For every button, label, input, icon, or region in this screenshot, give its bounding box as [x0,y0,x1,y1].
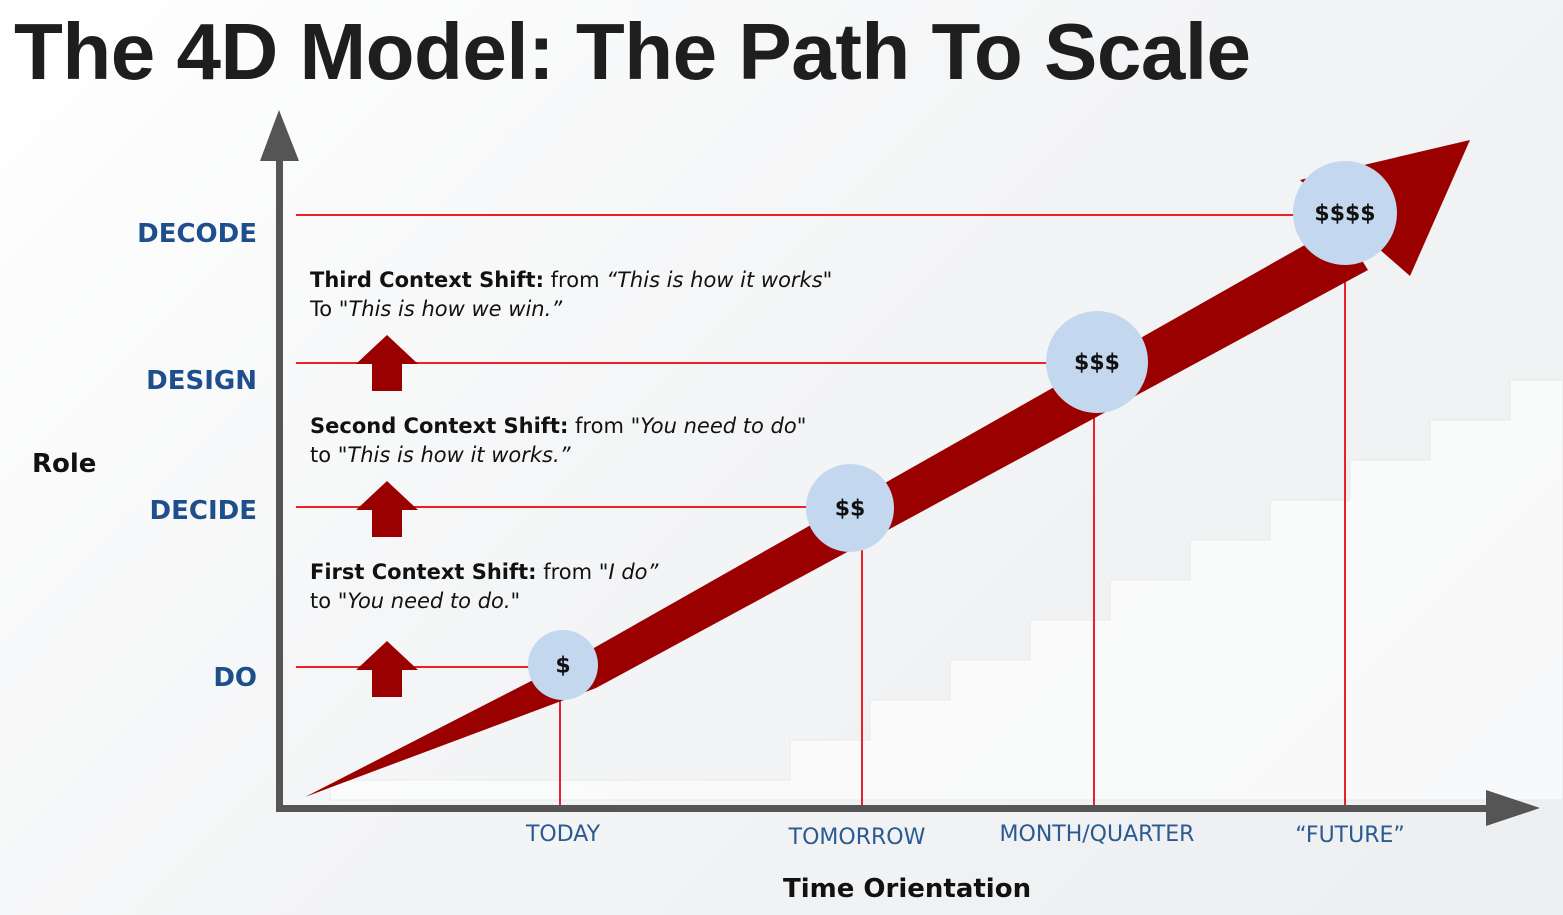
milestone-circle-month-quarter [1046,311,1148,413]
third-context-shift: Third Context Shift: from “This is how i… [310,266,832,324]
context-shift-arrows [356,335,418,697]
milestone-label-tomorrow: $$ [834,496,866,522]
first-shift-to: to [310,589,338,613]
y-axis-title: Role [32,449,97,479]
third-shift-from-quote: “This is how it works" [606,268,833,292]
time-label-month-quarter: MONTH/QUARTER [999,822,1195,847]
milestone-circles [528,161,1397,700]
role-label-do: DO [213,663,257,693]
staircase-background [329,379,1563,801]
first-shift-from: from [536,560,599,584]
second-shift-from: from [568,414,631,438]
time-label-future: “FUTURE” [1295,823,1405,848]
second-shift-heading: Second Context Shift: [310,414,569,438]
up-arrow-decide-to-design [356,481,418,537]
third-shift-heading: Third Context Shift: [310,268,544,292]
third-shift-from: from [543,268,607,292]
milestone-circle-today [528,630,598,700]
x-axis-line [276,805,1501,812]
x-axis-title: Time Orientation [783,874,1032,904]
second-shift-to-quote: "This is how it works.” [337,443,571,467]
second-context-shift: Second Context Shift: from "You need to … [310,412,806,470]
milestone-label-future: $$$$ [1314,201,1376,227]
up-arrow-do-to-decide [356,641,418,697]
milestone-label-today: $ [555,653,571,679]
time-label-tomorrow: TOMORROW [788,825,926,850]
first-context-shift: First Context Shift: from "I do” to "You… [310,558,658,616]
up-arrow-design-to-decode [356,335,418,391]
y-axis-arrowhead [260,110,299,161]
axes [260,110,1540,826]
x-axis-arrowhead [1486,790,1540,826]
third-shift-to-quote: "This is how we win.” [338,297,563,321]
milestone-circle-tomorrow [806,464,894,552]
role-label-decode: DECODE [137,219,257,249]
second-shift-from-quote: "You need to do" [630,414,807,438]
milestone-circle-future [1293,161,1397,265]
second-shift-to: to [310,443,338,467]
time-label-today: TODAY [525,822,601,847]
first-shift-heading: First Context Shift: [310,560,537,584]
first-shift-to-quote: "You need to do." [337,589,521,613]
page-title: The 4D Model: The Path To Scale [14,7,1251,96]
third-shift-to: To [310,297,339,321]
milestone-label-month-quarter: $$$ [1074,350,1120,376]
first-shift-from-quote: "I do” [598,560,659,584]
y-axis-line [276,150,283,812]
role-label-design: DESIGN [146,366,257,396]
role-label-decide: DECIDE [149,496,257,526]
